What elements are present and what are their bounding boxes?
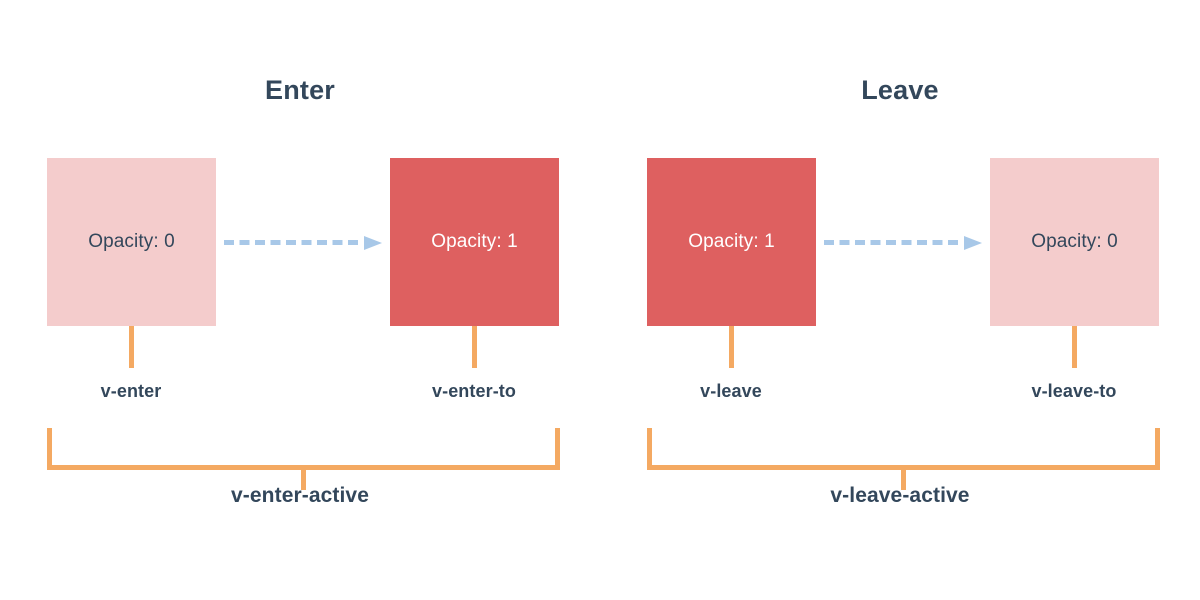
enter-end-stem <box>472 326 477 368</box>
leave-arrow-head <box>964 236 982 250</box>
leave-active-class-label: v-leave-active <box>830 484 970 507</box>
leave-start-box: Opacity: 1 <box>647 158 816 326</box>
leave-bracket-bar <box>647 465 1160 470</box>
leave-end-class-label: v-leave-to <box>1031 381 1117 401</box>
enter-start-box: Opacity: 0 <box>47 158 216 326</box>
enter-end-box-label: Opacity: 1 <box>431 231 518 252</box>
enter-transition-arrow-icon <box>224 236 382 250</box>
enter-arrow-line <box>224 240 358 245</box>
enter-active-class-label: v-enter-active <box>231 484 369 507</box>
enter-bracket-stem <box>301 470 306 490</box>
enter-end-box: Opacity: 1 <box>390 158 559 326</box>
enter-panel-title: Enter <box>264 75 336 105</box>
leave-panel-title: Leave <box>861 75 939 105</box>
leave-bracket-stem <box>901 470 906 490</box>
enter-arrow-head <box>364 236 382 250</box>
leave-start-class-label: v-leave <box>700 381 762 401</box>
leave-active-bracket <box>647 428 1160 470</box>
enter-bracket-tick-end <box>555 428 560 470</box>
enter-end-class-label: v-enter-to <box>431 381 516 401</box>
enter-start-stem <box>129 326 134 368</box>
enter-bracket-bar <box>47 465 560 470</box>
leave-start-stem <box>729 326 734 368</box>
enter-panel: Enter Opacity: 0 Opacity: 1 v-enter v-en… <box>47 75 560 507</box>
leave-panel: Leave Opacity: 1 Opacity: 0 v-leave v-le… <box>600 0 1200 600</box>
enter-active-bracket <box>47 428 560 470</box>
leave-end-stem <box>1072 326 1077 368</box>
enter-start-class-label: v-enter <box>100 381 162 401</box>
leave-start-box-label: Opacity: 1 <box>688 231 775 252</box>
leave-arrow-line <box>824 240 958 245</box>
leave-end-box: Opacity: 0 <box>990 158 1159 326</box>
leave-bracket-tick-start <box>647 428 652 470</box>
enter-bracket-tick-start <box>47 428 52 470</box>
leave-end-box-label: Opacity: 0 <box>1031 231 1118 252</box>
leave-transition-arrow-icon <box>824 236 982 250</box>
leave-bracket-tick-end <box>1155 428 1160 470</box>
enter-start-box-label: Opacity: 0 <box>88 231 175 252</box>
